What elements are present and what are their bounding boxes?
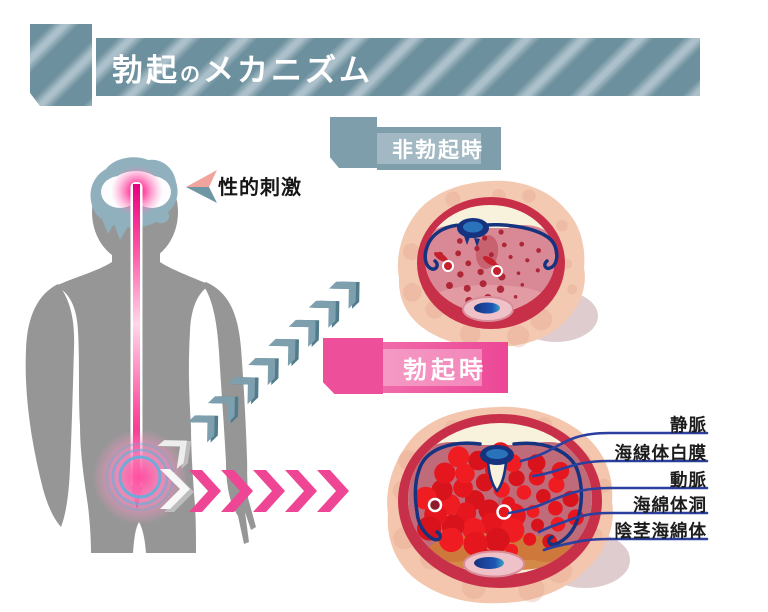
arteries: [427, 497, 512, 520]
stimulus-arrowhead-icon: [186, 170, 217, 203]
label-artery: 動脈: [670, 470, 707, 490]
label-cavernous-sinus: 海綿体洞: [633, 495, 707, 515]
brain-stem-jag: [100, 212, 127, 240]
leader-corpus: [542, 537, 709, 552]
vein-structure: [423, 218, 559, 271]
signal-chevron-pink-icons: [189, 470, 349, 512]
vein-structure: [413, 441, 584, 547]
label-vein: 静脈: [670, 415, 707, 435]
arm-left: [25, 284, 75, 527]
urethra: [462, 296, 514, 322]
leader-vein: [519, 431, 709, 463]
erect-badge-square: [323, 338, 383, 394]
flaccid-badge-bar: [377, 127, 501, 170]
erect-state-label: 勃起時: [403, 357, 487, 384]
leader-tunica: [531, 459, 709, 478]
flaccid-state-label: 非勃起時: [392, 138, 484, 162]
flaccid-badge-overlay: [377, 133, 481, 164]
cross-section-flaccid: [397, 180, 598, 348]
flaccid-badge-square: [330, 117, 377, 168]
leader-lines: [507, 431, 709, 552]
stimulus-label: 性的刺激: [218, 177, 302, 199]
urethra: [463, 550, 525, 578]
page-title: 勃起のメカニズム: [112, 52, 373, 88]
label-corpus-cavernosum: 陰茎海綿体: [614, 521, 707, 541]
label-tunica-albuginea: 海線体白膜: [614, 443, 707, 463]
cross-section-erect: [387, 406, 630, 604]
title-banner: 勃起のメカニズム: [96, 38, 700, 96]
leader-artery: [507, 486, 709, 515]
skin-texture: [402, 188, 578, 348]
erect-badge-bar: [383, 342, 508, 393]
pelvic-glow: [92, 429, 188, 525]
leader-sinus: [537, 511, 709, 534]
arteries: [434, 251, 503, 277]
erect-badge-overlay: [383, 349, 482, 386]
title-banner-square: [30, 24, 92, 106]
